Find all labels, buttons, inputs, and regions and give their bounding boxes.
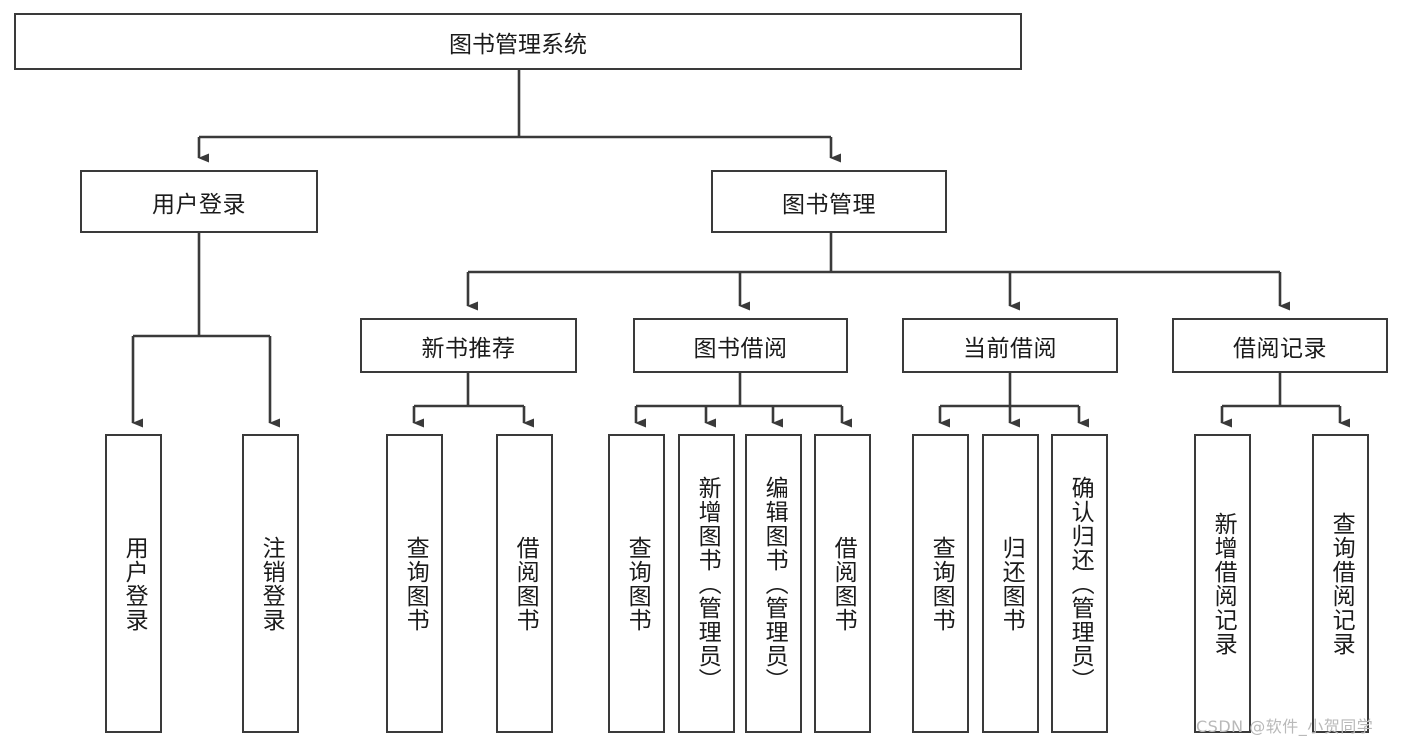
leaf-label: 借阅图书	[830, 535, 857, 632]
leaf-user-login-logout[interactable]: 注销登录	[242, 434, 299, 733]
leaf-borrow-record-query[interactable]: 查询借阅记录	[1312, 434, 1369, 733]
node-book-borrow[interactable]: 图书借阅	[633, 318, 848, 373]
leaf-label: 用户登录	[121, 535, 148, 632]
leaf-label: 新增图书（管理员）	[694, 475, 721, 692]
node-book-borrow-label: 图书借阅	[693, 335, 788, 362]
leaf-label: 查询图书	[402, 535, 429, 632]
csdn-watermark: CSDN @软件_小贺同学	[1196, 717, 1374, 736]
node-current-borrow[interactable]: 当前借阅	[902, 318, 1118, 373]
node-new-book-recommend[interactable]: 新书推荐	[360, 318, 577, 373]
node-book-management[interactable]: 图书管理	[711, 170, 947, 233]
leaf-label: 查询图书	[624, 535, 651, 632]
leaf-label: 查询图书	[928, 535, 955, 632]
leaf-book-borrow-edit[interactable]: 编辑图书（管理员）	[745, 434, 802, 733]
node-current-borrow-label: 当前借阅	[963, 335, 1057, 362]
leaf-label: 确认归还（管理员）	[1067, 475, 1094, 692]
leaf-book-borrow-borrow[interactable]: 借阅图书	[814, 434, 871, 733]
leaf-label: 查询借阅记录	[1328, 511, 1355, 656]
node-root-system[interactable]: 图书管理系统	[14, 13, 1022, 70]
node-user-login[interactable]: 用户登录	[80, 170, 318, 233]
leaf-book-borrow-add[interactable]: 新增图书（管理员）	[678, 434, 735, 733]
node-borrow-record[interactable]: 借阅记录	[1172, 318, 1388, 373]
leaf-current-borrow-return[interactable]: 归还图书	[982, 434, 1039, 733]
leaf-current-borrow-query[interactable]: 查询图书	[912, 434, 969, 733]
node-book-management-label: 图书管理	[782, 191, 876, 218]
node-root-label: 图书管理系统	[449, 31, 587, 58]
leaf-label: 新增借阅记录	[1210, 511, 1237, 656]
leaf-label: 借阅图书	[512, 535, 539, 632]
leaf-label: 归还图书	[998, 535, 1025, 632]
leaf-user-login-login[interactable]: 用户登录	[105, 434, 162, 733]
node-new-book-recommend-label: 新书推荐	[421, 335, 516, 362]
leaf-current-borrow-confirm-return[interactable]: 确认归还（管理员）	[1051, 434, 1108, 733]
node-borrow-record-label: 借阅记录	[1233, 335, 1327, 362]
leaf-book-borrow-query[interactable]: 查询图书	[608, 434, 665, 733]
node-user-login-label: 用户登录	[152, 191, 246, 218]
leaf-label: 注销登录	[258, 535, 285, 632]
leaf-new-book-borrow[interactable]: 借阅图书	[496, 434, 553, 733]
leaf-new-book-query[interactable]: 查询图书	[386, 434, 443, 733]
leaf-borrow-record-add[interactable]: 新增借阅记录	[1194, 434, 1251, 733]
leaf-label: 编辑图书（管理员）	[761, 475, 788, 692]
